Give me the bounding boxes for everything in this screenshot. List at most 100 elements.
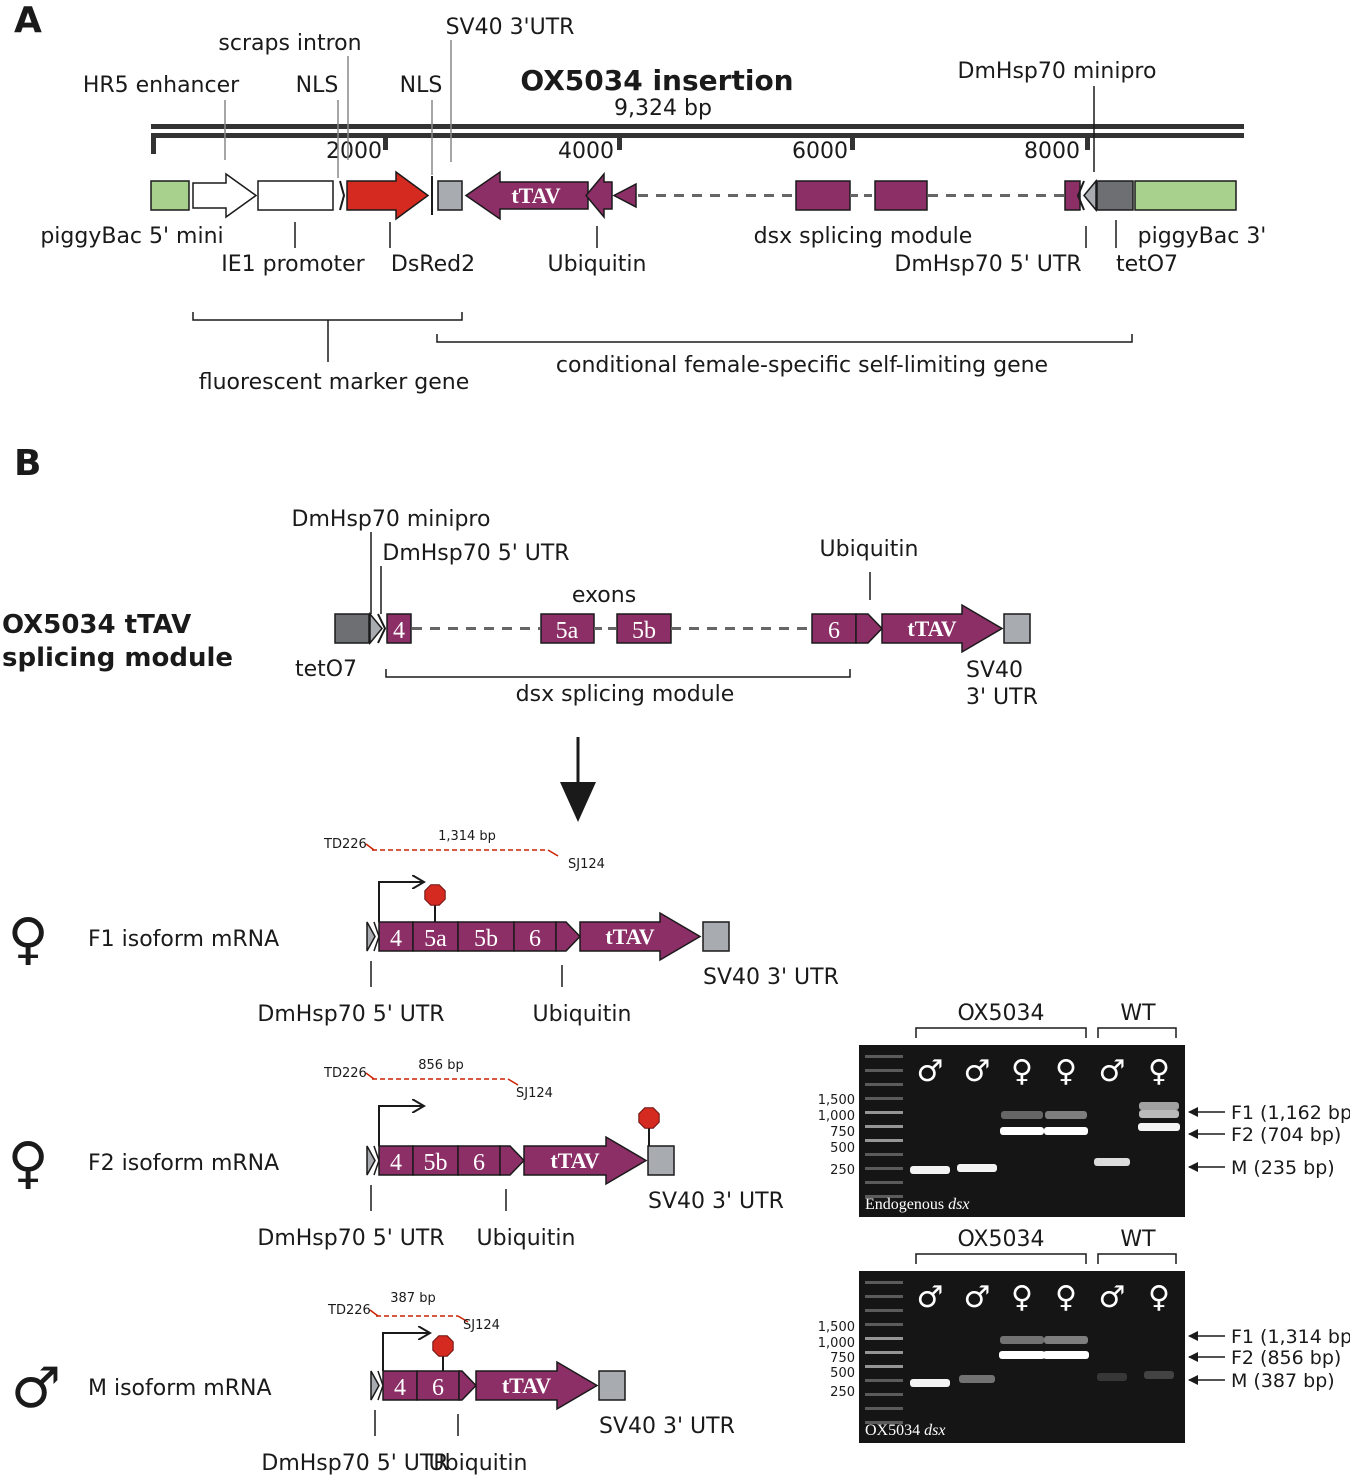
- ttav-arrow: [464, 170, 589, 221]
- ladder-band: [865, 1097, 903, 1100]
- nls-chevron: [339, 180, 346, 211]
- gel-band: [910, 1379, 950, 1387]
- lane-sex-symbol: ♀: [1011, 1280, 1033, 1315]
- label-scraps: scraps intron: [218, 31, 361, 56]
- primer-forward: [365, 843, 375, 851]
- ladder-band: [865, 1195, 903, 1198]
- primer-forward-label: TD226: [323, 837, 367, 852]
- stop-codon-icon: [638, 1107, 660, 1129]
- gel-band: [1139, 1102, 1179, 1110]
- label-hsp70-utr: DmHsp70 5' UTR: [894, 252, 1081, 277]
- label-minipro: DmHsp70 minipro: [958, 59, 1157, 84]
- label-teto7: tetO7: [1116, 252, 1178, 277]
- ie1-box: [257, 180, 334, 211]
- bottom-leaders: [294, 220, 1117, 248]
- ttav-label: tTAV: [605, 924, 654, 949]
- hr5-arrow: [192, 172, 258, 219]
- sv40-box: [437, 180, 463, 211]
- panel-b-letter: B: [14, 443, 41, 484]
- gel-band: [1144, 1371, 1174, 1379]
- module-sv40-1: SV40: [966, 658, 1023, 683]
- ttav-label: tTAV: [550, 1148, 599, 1173]
- primer-forward: [365, 1072, 375, 1080]
- lane-sex-symbol: ♂: [1099, 1280, 1126, 1315]
- sv40-box: [647, 1145, 675, 1176]
- ubiquitin-arrow: [499, 1145, 526, 1176]
- ladder-band: [865, 1379, 903, 1382]
- label-ie1: IE1 promoter: [221, 252, 365, 277]
- stop-codon-icon: [424, 884, 446, 906]
- ladder-band: [865, 1407, 903, 1410]
- lane-sex-symbol: ♂: [964, 1280, 991, 1315]
- gel-caption-prefix: Endogenous: [865, 1196, 948, 1213]
- exon-6: [513, 921, 557, 952]
- exon-6-label: 6: [529, 926, 541, 952]
- ladder-label: 750: [830, 1125, 855, 1140]
- panel-a: A OX5034 insertion 9,324 bp 2000 4000 60…: [14, 0, 1266, 395]
- module-utr5: DmHsp70 5' UTR: [382, 541, 569, 566]
- product-size: 1,314 bp: [438, 829, 496, 844]
- module-ttav-label: tTAV: [907, 616, 956, 641]
- module-sv40-2: 3' UTR: [966, 685, 1038, 710]
- ladder-band: [865, 1393, 903, 1396]
- exon-5b: [412, 1145, 459, 1176]
- primer-reverse-label: SJ124: [516, 1086, 553, 1101]
- sv40-label: SV40 3' UTR: [648, 1189, 784, 1214]
- tick-6000: 6000: [792, 139, 848, 164]
- ladder-label: 1,000: [818, 1336, 855, 1351]
- ttav-arrow: [579, 911, 702, 962]
- ladder-band: [865, 1323, 903, 1326]
- module-ubiquitin-arrow: [855, 613, 884, 644]
- ladder-band: [865, 1365, 903, 1368]
- insertion-length: 9,324 bp: [614, 96, 712, 121]
- module-title-1: OX5034 tTAV: [2, 610, 191, 640]
- ladder-label: 1,500: [818, 1320, 855, 1335]
- lane-sex-symbol: ♀: [1055, 1280, 1077, 1315]
- module-sv40-box: [1003, 613, 1031, 644]
- module-minipro-arrow: [369, 611, 383, 646]
- ladder-band: [865, 1351, 903, 1354]
- ladder-label: 1,000: [818, 1109, 855, 1124]
- exon-4: [378, 1145, 414, 1176]
- band-label: F1 (1,314 bp): [1231, 1326, 1350, 1348]
- ttav-label: tTAV: [511, 183, 560, 208]
- exon-5b: [457, 921, 515, 952]
- gel-group-ox: OX5034: [958, 1227, 1045, 1252]
- ladder-band: [865, 1167, 903, 1170]
- exon-5b-label: 5b: [424, 1150, 448, 1176]
- utr-arrow: [370, 1370, 380, 1401]
- exon-4-label: 4: [390, 926, 402, 952]
- band-label: F2 (856 bp): [1231, 1347, 1341, 1369]
- ladder-band: [865, 1139, 903, 1142]
- gel-band: [1001, 1111, 1043, 1119]
- module-exon-5a-label: 5a: [556, 618, 579, 644]
- tss-arrow: [378, 882, 424, 922]
- tss-arrow: [382, 1333, 430, 1371]
- ladder-label: 250: [830, 1163, 855, 1178]
- gel-band: [1139, 1110, 1179, 1118]
- sv40-label: SV40 3' UTR: [599, 1414, 735, 1439]
- gel-band: [1044, 1336, 1088, 1344]
- primer-reverse: [507, 1078, 519, 1086]
- ubiquitin-label: Ubiquitin: [533, 1002, 632, 1027]
- module-construct: 4 5a 5b 6 tTAV: [334, 603, 1031, 654]
- module-exon-4-label: 4: [393, 618, 405, 644]
- ttav-label: tTAV: [502, 1373, 551, 1398]
- utr-arrow: [366, 921, 376, 952]
- minipro-arrow: [1083, 178, 1097, 213]
- label-sv40: SV40 3'UTR: [446, 15, 575, 40]
- lane-sex-symbol: ♂: [1099, 1054, 1126, 1089]
- ladder-band: [865, 1069, 903, 1072]
- teto7-box: [1096, 180, 1134, 211]
- exon-4-label: 4: [394, 1375, 406, 1401]
- gel-band: [1043, 1351, 1089, 1359]
- utr-label: DmHsp70 5' UTR: [257, 1226, 444, 1251]
- primer-forward-label: TD226: [323, 1066, 367, 1081]
- label-nls-1: NLS: [296, 73, 339, 98]
- utr-arrow: [366, 1145, 376, 1176]
- module-teto7: tetO7: [295, 657, 357, 682]
- module-exon-5b: [616, 613, 672, 644]
- sv40-label: SV40 3' UTR: [703, 965, 839, 990]
